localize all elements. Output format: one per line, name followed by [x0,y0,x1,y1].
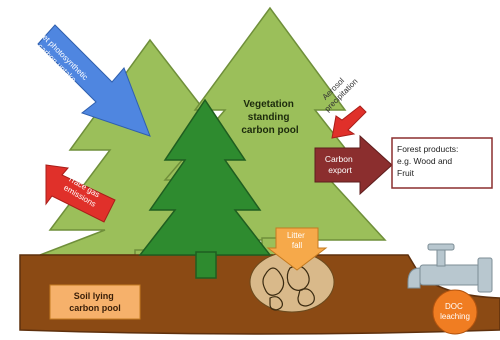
water-faucet-icon [407,243,493,293]
trace-gas-arrow: Trace gas emissions [45,164,116,223]
soil-pool-label: Soil lying carbon pool [69,291,121,313]
soil-pool-box: Soil lying carbon pool [49,284,141,320]
doc-leaching-label: DOC leaching [440,302,470,321]
carbon-export-arrow: Carbon export [314,134,393,196]
forest-products-label: Forest products: e.g. Wood and Fruit [397,144,461,178]
front-dark-tree [138,98,272,279]
doc-leaching-circle: DOC leaching [432,289,478,335]
carbon-export-label: Carbon export [325,154,355,175]
litter-fall-arrow: Litter fall [266,227,328,271]
aerosol-arrow [331,105,367,139]
vegetation-pool-label: Vegetation standing carbon pool [241,99,298,136]
litter-fall-label: Litter fall [287,231,307,250]
forest-products-box: Forest products: e.g. Wood and Fruit [391,137,493,189]
